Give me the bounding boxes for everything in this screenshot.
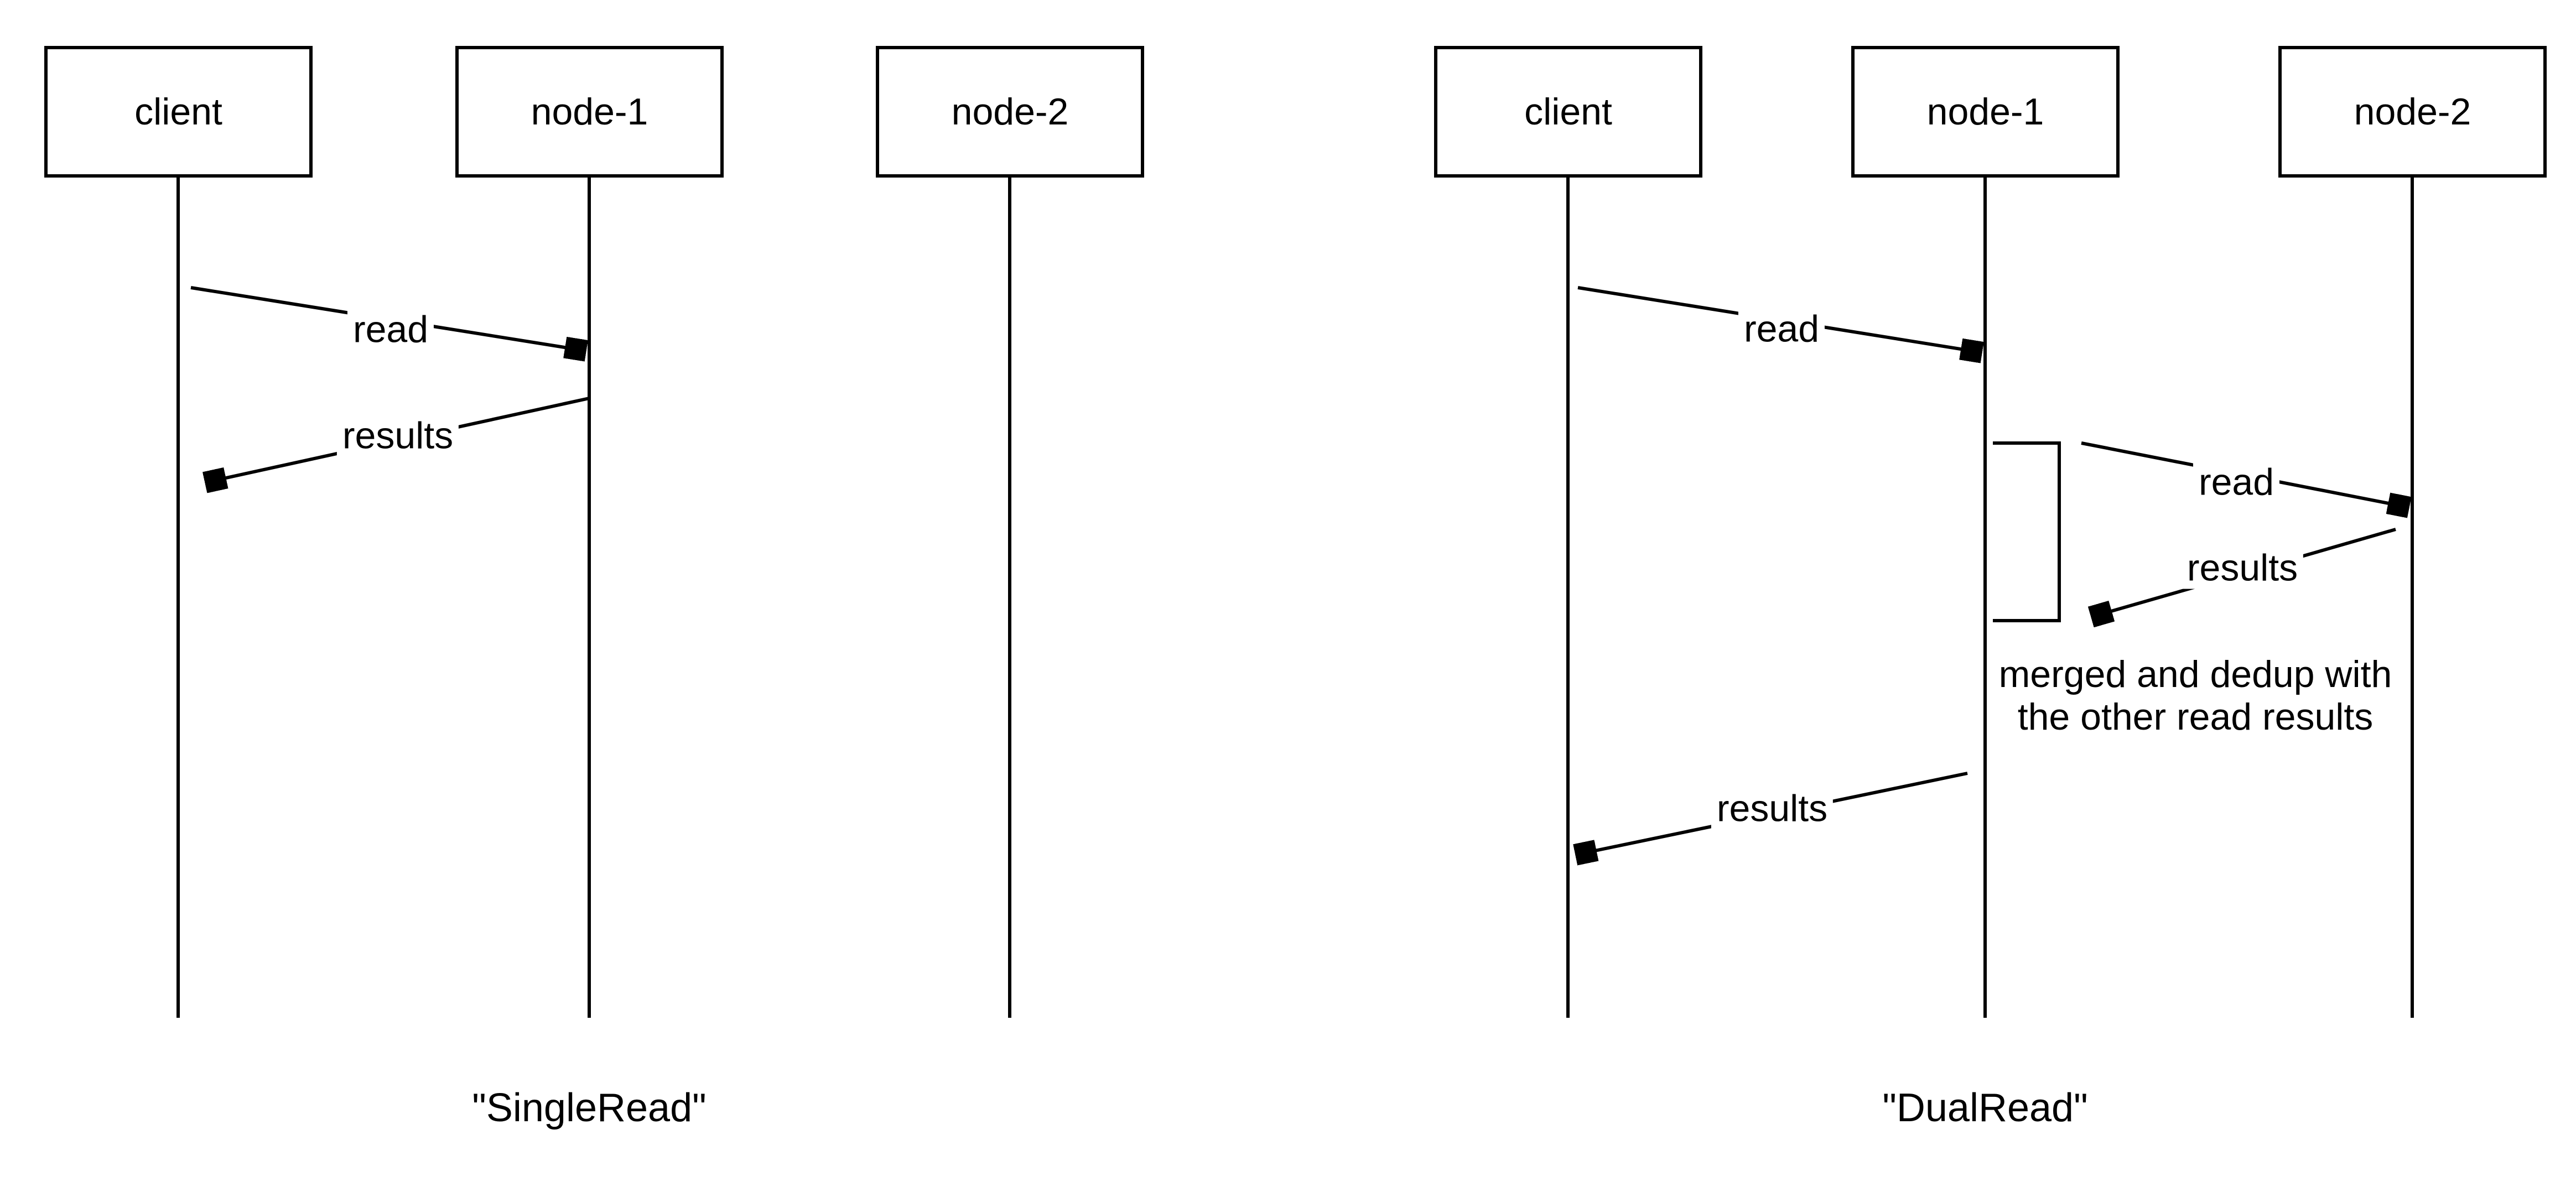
note-line-2: the other read results [2017,696,2374,738]
note-merged-dedup: merged and dedup with the other read res… [1999,653,2392,738]
actor-label-client-dual: client [1524,91,1612,133]
actor-label-node1-single: node-1 [531,91,648,133]
message-label-results-single: results [336,415,459,457]
activation-bracket-node1-dual [1993,441,2061,622]
note-line-1: merged and dedup with [1998,653,2392,696]
actor-box-node1-dual: node-1 [1851,46,2120,178]
message-label-results-node2-node1-dual: results [2181,547,2304,589]
message-label-results-node1-client-dual: results [1711,788,1834,830]
actor-box-client-single: client [44,46,313,178]
actor-label-node2-single: node-2 [951,91,1069,133]
actor-box-node2-single: node-2 [876,46,1144,178]
caption-dual-read: "DualRead" [1882,1086,2088,1130]
message-label-read-single: read [347,309,434,351]
actor-label-client-single: client [134,91,222,133]
message-label-read-node1-node2-dual: read [2193,461,2280,503]
actor-label-node2-dual: node-2 [2354,91,2471,133]
caption-single-read: "SingleRead" [472,1086,707,1130]
message-label-read-client-node1-dual: read [1738,308,1825,350]
actor-box-node1-single: node-1 [455,46,724,178]
actor-box-node2-dual: node-2 [2278,46,2547,178]
actor-label-node1-dual: node-1 [1926,91,2044,133]
actor-box-client-dual: client [1434,46,1702,178]
